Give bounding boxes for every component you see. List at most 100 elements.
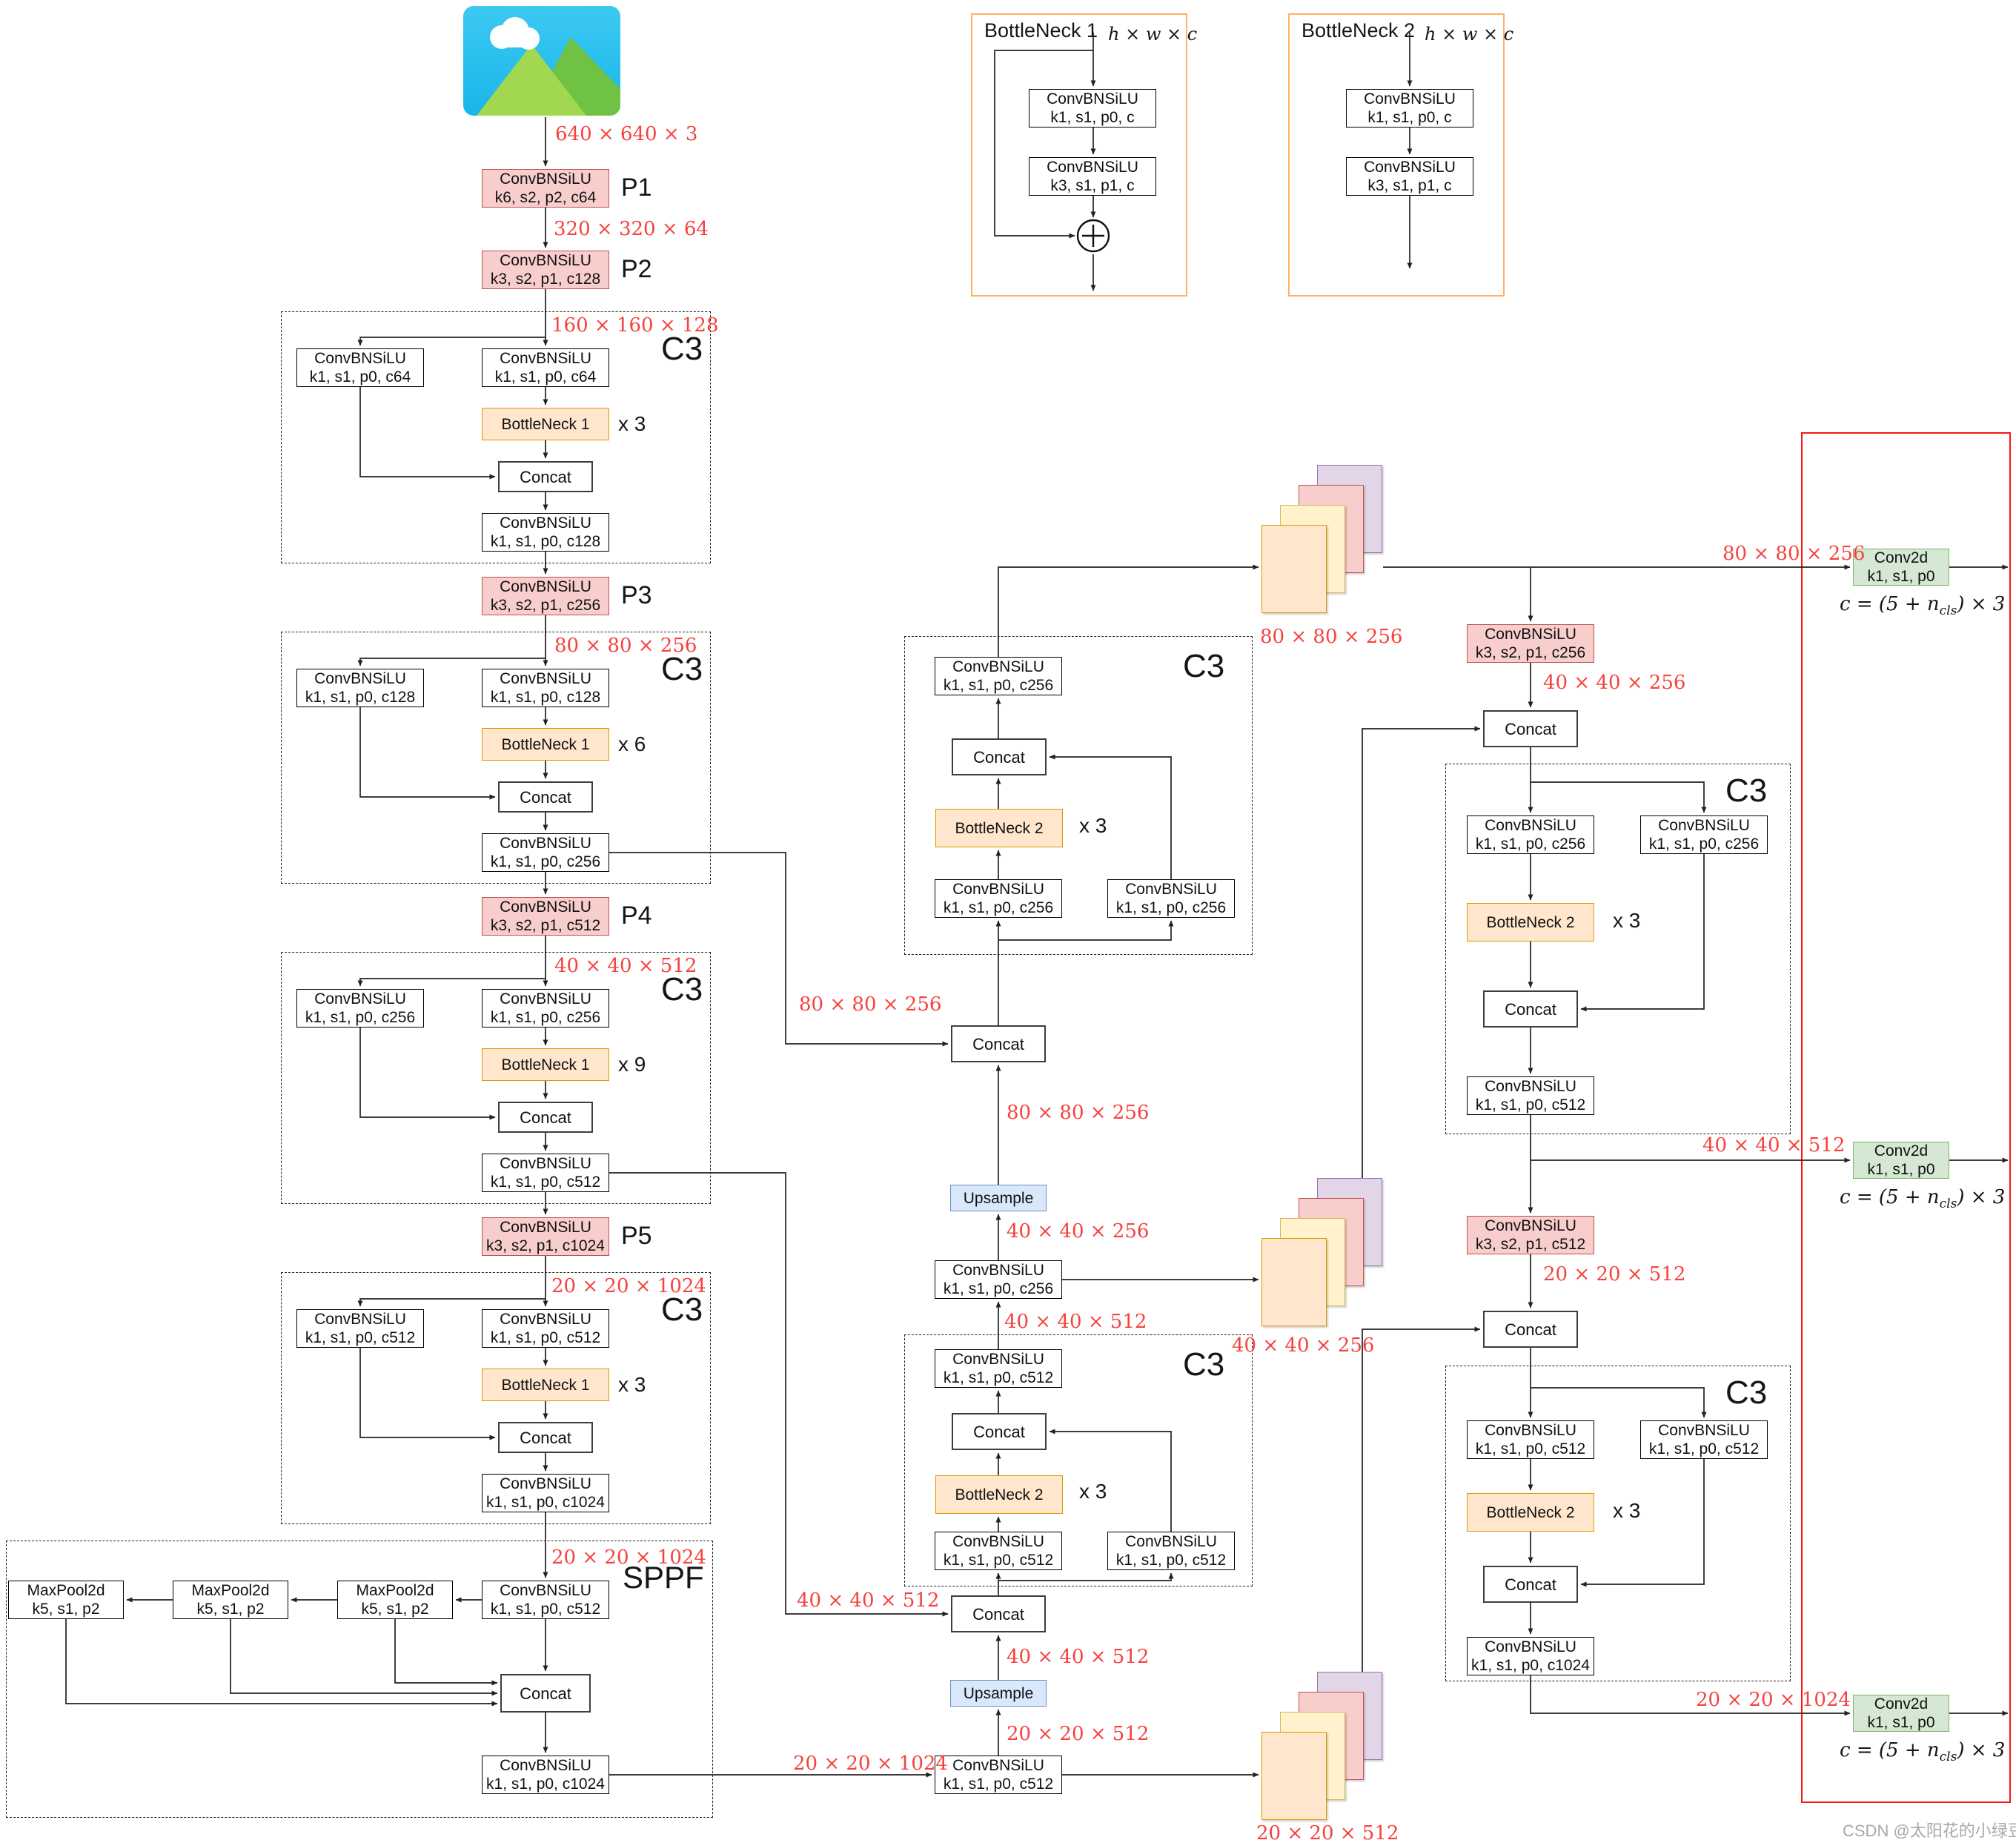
c3-4-bottleneck: BottleNeck 1	[482, 1369, 609, 1401]
c3-4-concat-label: Concat	[520, 1428, 571, 1447]
sppf-concat: Concat	[500, 1674, 591, 1713]
neck-upsample-2: Upsample	[950, 1680, 1047, 1707]
c3-3-concat-label: Concat	[520, 1108, 571, 1127]
edge	[357, 337, 546, 346]
c3-4-concat: Concat	[498, 1422, 593, 1453]
legend-bn2-conv2-label: ConvBNSiLU	[1364, 159, 1456, 176]
c3-4-left-conv-params: k1, s1, p0, c512	[305, 1329, 416, 1346]
head-c3-2-concat-label: Concat	[1505, 1575, 1556, 1594]
sppf-in-conv-label: ConvBNSiLU	[500, 1582, 591, 1599]
dim-label: 20 × 20 × 1024	[793, 1753, 948, 1775]
edge	[1531, 781, 1707, 813]
edge	[357, 1298, 546, 1307]
p2-conv-params: k3, s2, p1, c128	[490, 271, 601, 288]
repeat-count-label: x 3	[1079, 814, 1107, 837]
sppf-out-conv-params: k1, s1, p0, c1024	[486, 1776, 605, 1793]
neck-c3a-bottleneck: BottleNeck 2	[935, 809, 1063, 847]
detect-conv2d-3-label: Conv2d	[1874, 1695, 1929, 1713]
feature-map-20-layer-orange	[1261, 1732, 1327, 1820]
sppf-maxpool-2-label: MaxPool2d	[191, 1582, 270, 1599]
stage-label: P3	[621, 581, 652, 609]
c3-label: C3	[1183, 1346, 1225, 1383]
backbone-c3-4-box	[281, 1272, 711, 1524]
neck-c3a-left-conv-label: ConvBNSiLU	[952, 881, 1044, 898]
backbone-c3-1-box	[281, 311, 711, 563]
legend-bottleneck1-box	[971, 13, 1187, 297]
c3-1-left-conv-params: k1, s1, p0, c64	[309, 368, 411, 386]
c3-3-bottleneck: BottleNeck 1	[482, 1048, 609, 1081]
c3-1-left-conv-label: ConvBNSiLU	[314, 350, 406, 367]
dim-label: 40 × 40 × 256	[1007, 1220, 1150, 1243]
edge	[65, 1619, 498, 1707]
neck-p4-conv-label: ConvBNSiLU	[952, 1262, 1044, 1279]
c3-2-concat-label: Concat	[520, 787, 571, 807]
c3-4-bottleneck-label: BottleNeck 1	[501, 1376, 590, 1394]
c3-2-right-conv-params: k1, s1, p0, c128	[490, 689, 601, 706]
head-c3-1-bottleneck-label: BottleNeck 2	[1486, 913, 1575, 931]
p1-conv-label: ConvBNSiLU	[500, 171, 591, 188]
edge	[394, 1619, 498, 1686]
channels-formula-label: c = (5 + ncls) × 3	[1840, 1739, 2005, 1764]
stage-label: P2	[621, 255, 652, 283]
dim-label: 40 × 40 × 512	[1702, 1134, 1846, 1157]
c3-2-bottleneck-label: BottleNeck 1	[501, 735, 590, 753]
detect-conv2d-2-params: k1, s1, p0	[1867, 1161, 1935, 1178]
neck-c3a-out-conv-label: ConvBNSiLU	[952, 658, 1044, 675]
formula-post: ) × 3	[1957, 1186, 2006, 1208]
c3-1-concat: Concat	[498, 461, 593, 492]
c3-label: C3	[1725, 1374, 1768, 1411]
formula-pre: c = (5 + n	[1840, 593, 1940, 615]
c3-1-out-conv-label: ConvBNSiLU	[500, 514, 591, 532]
p4-conv-label: ConvBNSiLU	[500, 899, 591, 916]
neck-c3a-right-conv-label: ConvBNSiLU	[1125, 881, 1217, 898]
neck-c3b-bottleneck: BottleNeck 2	[935, 1475, 1063, 1514]
stage-label: P5	[621, 1222, 652, 1250]
sppf-out-conv-label: ConvBNSiLU	[500, 1757, 591, 1774]
stage-label: P1	[621, 173, 652, 202]
head-concat-2-label: Concat	[1505, 1320, 1556, 1339]
dim-label: 40 × 40 × 512	[797, 1589, 940, 1612]
head-down-conv-2-params: k3, s2, p1, c512	[1475, 1236, 1586, 1253]
c3-1-right-conv-label: ConvBNSiLU	[500, 350, 591, 367]
edge	[609, 852, 949, 1047]
p1-conv-params: k6, s2, p2, c64	[494, 189, 597, 206]
sppf-box	[6, 1541, 713, 1818]
p3-conv-params: k3, s2, p1, c256	[490, 597, 601, 614]
neck-c3b-box	[904, 1334, 1253, 1586]
edge	[994, 50, 1093, 239]
neck-c3b-concat-label: Concat	[973, 1422, 1025, 1441]
head-concat-2: Concat	[1483, 1311, 1578, 1348]
neck-c3b-bottleneck-label: BottleNeck 2	[955, 1486, 1044, 1503]
formula-pre: c = (5 + n	[1840, 1739, 1940, 1761]
head-c3-2-right-conv-params: k1, s1, p0, c512	[1648, 1440, 1760, 1457]
p2-conv-label: ConvBNSiLU	[500, 252, 591, 269]
head-concat-1: Concat	[1483, 710, 1578, 747]
repeat-count-label: x 3	[1613, 1499, 1641, 1522]
sppf-maxpool-1-params: k5, s1, p2	[361, 1601, 429, 1618]
formula-sub: cls	[1939, 1750, 1957, 1765]
edge	[998, 920, 1174, 941]
edge	[998, 564, 1259, 657]
head-c3-2-bottleneck: BottleNeck 2	[1467, 1493, 1594, 1532]
neck-upsample-1-label: Upsample	[963, 1189, 1034, 1207]
c3-label: C3	[1725, 772, 1768, 809]
legend-bn1-conv1-params: k1, s1, p0, c	[1050, 109, 1135, 126]
dim-label: 20 × 20 × 1024	[551, 1546, 706, 1569]
head-c3-2-left-conv-params: k1, s1, p0, c512	[1475, 1440, 1586, 1457]
